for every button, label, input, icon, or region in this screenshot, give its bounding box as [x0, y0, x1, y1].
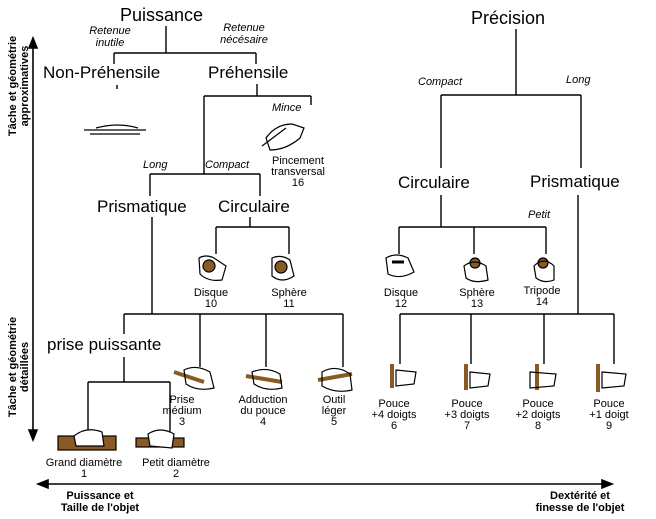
- tripode-hand-icon: [533, 257, 555, 283]
- label-compact: Compact: [205, 159, 250, 171]
- label-mince: Mince: [272, 102, 302, 114]
- pouce1-hand-icon: [596, 364, 627, 392]
- petit-diametre-hand-icon: [135, 429, 185, 449]
- pouce3-hand-icon: [464, 364, 491, 390]
- sphere-precision-hand-icon: [463, 257, 489, 283]
- node-prehensile: Préhensile: [208, 63, 289, 82]
- outil-leger-hand-icon: [317, 367, 353, 392]
- pouce4-hand-icon: [390, 364, 417, 388]
- pouce2-hand-icon: [529, 364, 557, 390]
- node-puissance: Puissance: [120, 5, 204, 25]
- node-circulaire-precision: Circulaire: [398, 173, 470, 192]
- node-circulaire-power: Circulaire: [218, 197, 290, 216]
- node-prismatique-power: Prismatique: [97, 197, 187, 216]
- label-petit: Petit: [528, 209, 551, 221]
- adduction-hand-icon: [245, 368, 283, 390]
- flat-object-icon: [84, 124, 146, 135]
- disque-hand-icon: [198, 255, 227, 281]
- node-prismatique-precision: Prismatique: [530, 172, 620, 191]
- label-compact-precision: Compact: [418, 76, 463, 88]
- pincement-hand-icon: [261, 123, 305, 151]
- label-long-precision: Long: [566, 74, 591, 86]
- grand-diametre-hand-icon: [57, 429, 117, 451]
- node-prise-puissante: prise puissante: [47, 335, 162, 354]
- prise-medium-hand-icon: [173, 366, 215, 390]
- node-non-prehensile: Non-Préhensile: [43, 63, 161, 82]
- disque-precision-hand-icon: [385, 254, 415, 278]
- node-precision: Précision: [471, 8, 546, 28]
- sphere-hand-icon: [271, 255, 295, 281]
- label-long: Long: [143, 159, 168, 171]
